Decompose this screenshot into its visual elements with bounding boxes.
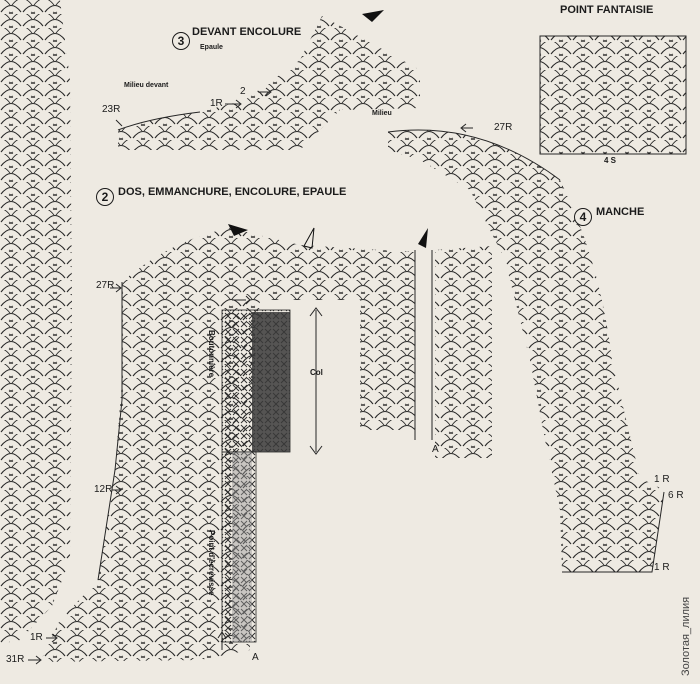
milieu-devant-label: Milieu devant bbox=[124, 82, 169, 89]
section-3-number: 3 bbox=[172, 32, 190, 50]
col-label: Col bbox=[310, 368, 323, 377]
dos-marker-1 bbox=[228, 224, 248, 236]
row-1r-dos: 1R bbox=[30, 632, 43, 643]
boutonniere-label: Boutonnière bbox=[207, 330, 216, 378]
point-fantaisie-title: POINT FANTAISIE bbox=[560, 4, 654, 16]
devant-shells bbox=[118, 16, 420, 150]
section-4-number: 4 bbox=[574, 208, 592, 226]
col-arrow bbox=[309, 307, 323, 455]
devant-marker bbox=[362, 10, 384, 22]
milieu-label: Milieu bbox=[372, 110, 392, 117]
epaule-label: Epaule bbox=[200, 44, 223, 51]
watermark: Золотая_лилия bbox=[680, 596, 692, 676]
row-6r: 6 R bbox=[668, 490, 684, 501]
swatch-repeat-label: 4 S bbox=[604, 156, 617, 165]
manche-title: MANCHE bbox=[596, 206, 645, 218]
boutonniere-strip bbox=[221, 451, 257, 643]
col-dark bbox=[252, 312, 290, 452]
row-27r-manche: 27R bbox=[494, 122, 513, 133]
row-23r: 23R bbox=[102, 104, 121, 115]
row-1r-manche-bottom: 1 R bbox=[654, 562, 670, 573]
swatch bbox=[539, 35, 687, 155]
row-12r: 12R bbox=[94, 484, 113, 495]
row-31r: 31R bbox=[6, 654, 25, 665]
left-panel bbox=[0, 0, 72, 644]
boutonniere-grey bbox=[232, 452, 252, 642]
point-ecrevisse-label: Point d'écrevisse bbox=[207, 530, 216, 596]
point-a-dos: A bbox=[432, 444, 439, 455]
section-2-number: 2 bbox=[96, 188, 114, 206]
dos-title: DOS, EMMANCHURE, ENCOLURE, EPAULE bbox=[118, 186, 347, 198]
row-1r-manche-top: 1 R bbox=[654, 474, 670, 485]
dos-marker-2 bbox=[418, 228, 428, 248]
point-a-col: A bbox=[252, 652, 259, 663]
row-27r-dos: 27R bbox=[96, 280, 115, 291]
manche-piece bbox=[388, 130, 664, 572]
dos-marker-3 bbox=[303, 227, 315, 249]
devant-title: DEVANT ENCOLURE bbox=[192, 26, 302, 38]
arrow-2-label: 2 bbox=[240, 86, 246, 97]
dos-right-panel bbox=[435, 246, 492, 458]
row-1r-devant: 1R bbox=[210, 98, 223, 109]
